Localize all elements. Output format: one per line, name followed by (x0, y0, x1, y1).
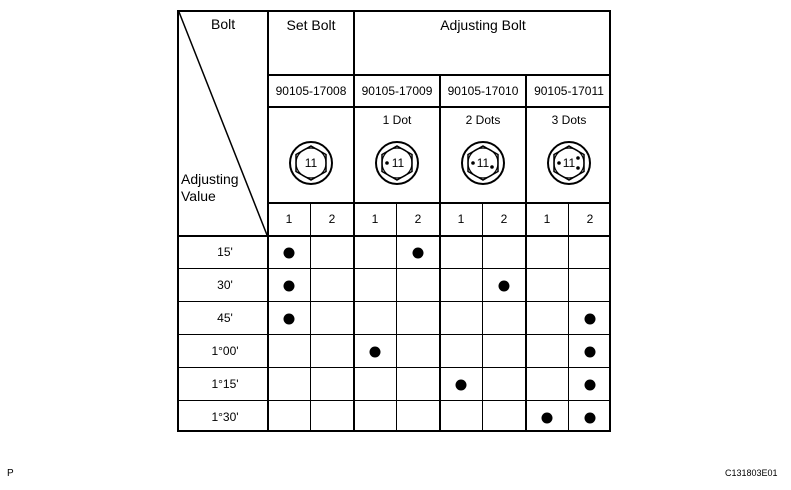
grid-line (267, 74, 611, 76)
grid-line (179, 400, 611, 401)
grid-line (353, 12, 355, 432)
grid-line (439, 74, 441, 432)
adjusting-value-label: 1°30' (211, 410, 239, 424)
selection-dot (584, 379, 596, 390)
adjusting-value-label: 45' (217, 311, 233, 325)
grid-line (267, 12, 269, 432)
sub-column-header: 2 (414, 212, 422, 226)
grid-line (482, 202, 483, 432)
sub-column-header: 2 (328, 212, 336, 226)
selection-dot (455, 379, 467, 390)
bolt-head-icon: 11 (289, 141, 333, 185)
sub-column-header: 2 (586, 212, 594, 226)
adjusting-value-label: 30' (217, 278, 233, 292)
set-bolt-header: Set Bolt (286, 17, 336, 33)
sub-column-header: 2 (500, 212, 508, 226)
grid-line (568, 202, 569, 432)
adjusting-bolt-table: Bolt Adjusting Value Set Bolt Adjusting … (177, 10, 611, 432)
mark-label: 1 Dot (382, 113, 412, 127)
sub-column-header: 1 (371, 212, 379, 226)
part-number: 90105-17008 (275, 84, 347, 98)
selection-dot (283, 280, 295, 291)
selection-dot (369, 346, 381, 357)
grid-line (267, 106, 611, 108)
corner-label-adjusting-value: Adjusting Value (181, 171, 239, 204)
adjusting-value-label: 15' (217, 245, 233, 259)
grid-line (179, 301, 611, 302)
mark-label: 3 Dots (551, 113, 587, 127)
selection-dot (541, 412, 553, 423)
bolt-head-number: 11 (563, 156, 576, 170)
selection-dot (498, 280, 510, 291)
mark-label: 2 Dots (465, 113, 501, 127)
selection-dot (584, 412, 596, 423)
grid-line (179, 367, 611, 368)
selection-dot (584, 346, 596, 357)
part-number: 90105-17010 (447, 84, 519, 98)
figure-code: C131803E01 (725, 468, 778, 478)
bolt-head-number: 11 (392, 156, 405, 170)
grid-line (396, 202, 397, 432)
selection-dot (412, 247, 424, 258)
grid-line (179, 235, 611, 237)
corner-diagonal (179, 12, 268, 236)
sub-column-header: 1 (543, 212, 551, 226)
selection-dot (283, 247, 295, 258)
grid-line (179, 268, 611, 269)
bolt-head-2-dots-icon: 11 (461, 141, 505, 185)
adjusting-value-label: 1°00' (211, 344, 239, 358)
sub-column-header: 1 (457, 212, 465, 226)
part-number: 90105-17011 (534, 84, 604, 98)
adjusting-bolt-header: Adjusting Bolt (440, 17, 526, 33)
bolt-head-1-dot-icon: 11 (375, 141, 419, 185)
grid-line (310, 202, 311, 432)
bolt-head-number: 11 (477, 156, 490, 170)
bolt-head-3-dots-icon: 11 (547, 141, 591, 185)
grid-line (525, 74, 527, 432)
corner-label-bolt: Bolt (211, 16, 236, 32)
footer-left-label: P (7, 468, 14, 479)
part-number: 90105-17009 (361, 84, 433, 98)
selection-dot (283, 313, 295, 324)
bolt-head-number: 11 (305, 156, 318, 170)
adjusting-value-label: 1°15' (211, 377, 239, 391)
sub-column-header: 1 (285, 212, 293, 226)
selection-dot (584, 313, 596, 324)
grid-line (179, 334, 611, 335)
grid-line (267, 202, 611, 204)
